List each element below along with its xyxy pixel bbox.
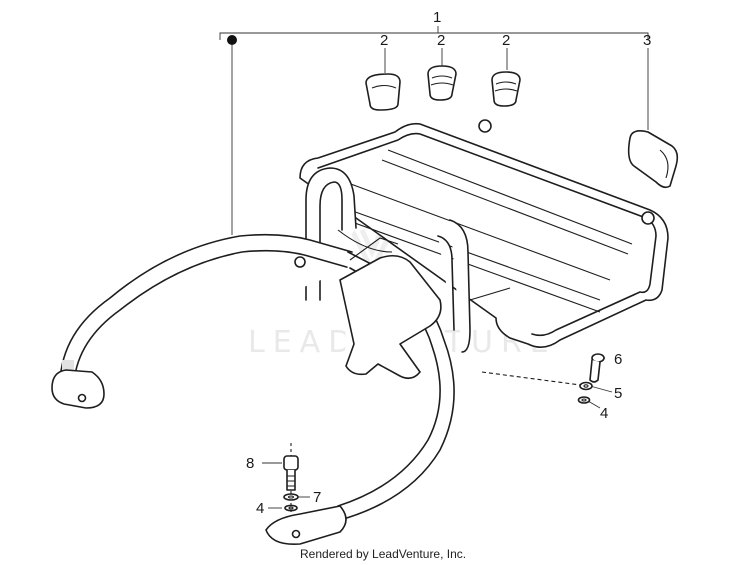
rear-rack-platform	[295, 119, 669, 348]
part-2-clip-left	[365, 73, 401, 111]
part-2-clip-right	[491, 71, 521, 107]
callout-3: 3	[643, 32, 651, 49]
callout-8: 8	[246, 455, 254, 472]
part-4-washer-right	[577, 396, 591, 404]
callout-2-left: 2	[380, 32, 388, 49]
part-6-bolt	[589, 353, 605, 383]
callout-4-right: 4	[600, 405, 608, 422]
part-2-clip-middle	[427, 65, 457, 101]
callout-5: 5	[614, 385, 622, 402]
assembly-bracket	[219, 26, 649, 235]
callout-6: 6	[614, 351, 622, 368]
center-mount-bracket	[294, 229, 511, 380]
callout-2-middle: 2	[437, 32, 445, 49]
part-4-washer-left	[284, 504, 298, 512]
callout-4-left: 4	[256, 500, 264, 517]
part-8-screw	[283, 455, 299, 491]
callout-1: 1	[433, 9, 441, 26]
callout-2-right: 2	[502, 32, 510, 49]
footer-credit: Rendered by LeadVenture, Inc.	[300, 547, 466, 561]
callout-7: 7	[313, 489, 321, 506]
assembly-marker-dot	[227, 35, 237, 45]
part-3-tube-cover	[627, 130, 679, 189]
part-5-washer	[579, 381, 593, 391]
side-rail-left	[51, 233, 353, 409]
part-7-washer	[283, 493, 299, 501]
